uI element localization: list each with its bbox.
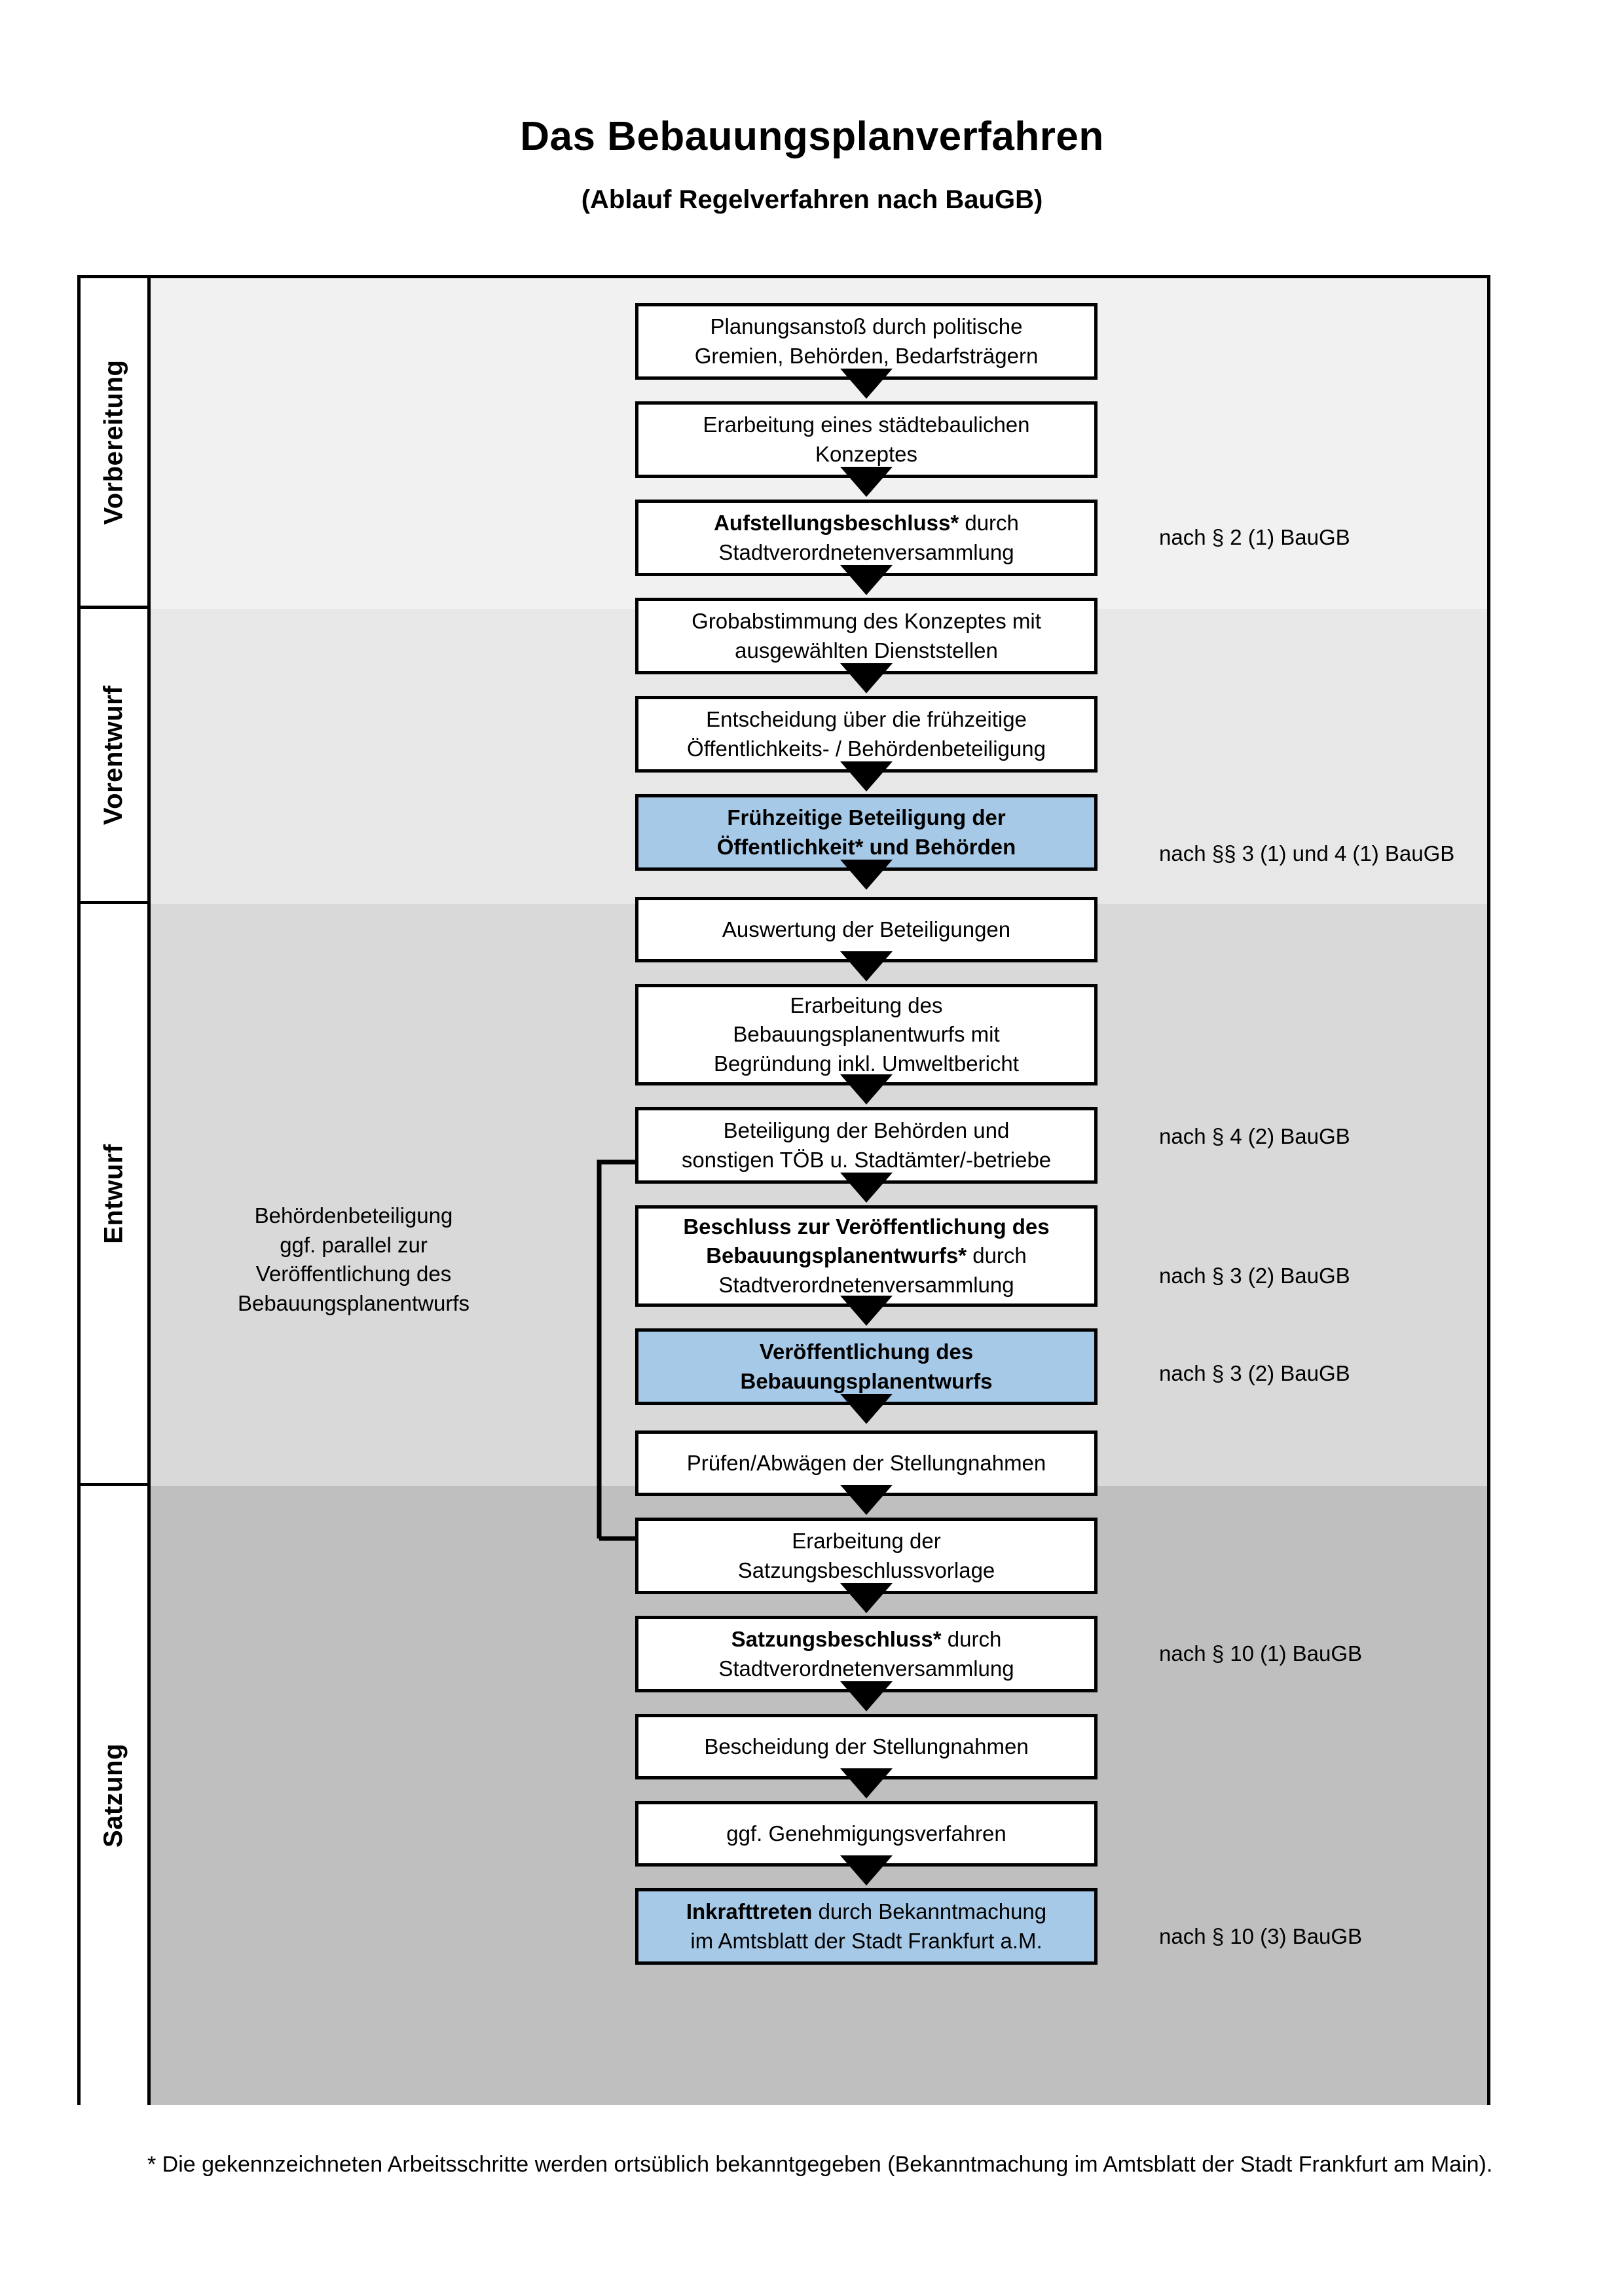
step-line-suffix: durch xyxy=(959,510,1019,535)
step-line: Erarbeitung eines städtebaulichen xyxy=(703,412,1030,437)
phase-label-text: Vorbereitung xyxy=(99,359,128,524)
phase-label-text: Entwurf xyxy=(99,1143,128,1244)
step-line: im Amtsblatt der Stadt Frankfurt a.M. xyxy=(690,1928,1043,1953)
step-line: Erarbeitung des xyxy=(790,993,943,1017)
legal-note-par4-2: nach § 4 (2) BauGB xyxy=(1159,1124,1350,1148)
arrow-down-1 xyxy=(840,369,893,399)
parallel-note-line: Behördenbeteiligung xyxy=(254,1203,453,1228)
step-line-bold: Beschluss zur Veröffentlichung des xyxy=(683,1214,1050,1239)
arrow-down-6 xyxy=(840,860,893,890)
step-line: sonstigen TÖB u. Stadtämter/-betriebe xyxy=(681,1147,1052,1172)
step-line-bold: Satzungsbeschluss* xyxy=(731,1626,942,1651)
arrow-down-10 xyxy=(840,1296,893,1326)
flow-box-veroeffentlichung-bplanentwurf[interactable]: Veröffentlichung des Bebauungsplanentwur… xyxy=(635,1328,1098,1405)
phase-label-vorentwurf: Vorentwurf xyxy=(81,609,147,904)
step-line-suffix: durch xyxy=(941,1626,1002,1651)
flow-box-satzungsbeschluss[interactable]: Satzungsbeschluss* durch Stadtverordnete… xyxy=(635,1616,1098,1692)
step-line-bold: Bebauungsplanentwurfs* xyxy=(706,1243,967,1268)
step-line-bold: Bebauungsplanentwurfs xyxy=(740,1368,993,1393)
flow-box-fruehzeitige-beteiligung[interactable]: Frühzeitige Beteiligung der Öffentlichke… xyxy=(635,794,1098,871)
step-line-suffix: durch Bekanntmachung xyxy=(812,1899,1047,1923)
flow-box-aufstellungsbeschluss[interactable]: Aufstellungsbeschluss* durch Stadtverord… xyxy=(635,500,1098,576)
parallel-note-line: ggf. parallel zur xyxy=(280,1232,428,1257)
step-line: Prüfen/Abwägen der Stellungnahmen xyxy=(686,1450,1046,1475)
step-line: Konzeptes xyxy=(815,441,917,466)
step-line-bold: Frühzeitige Beteiligung der xyxy=(727,805,1006,829)
step-line: Bescheidung der Stellungnahmen xyxy=(704,1734,1029,1758)
arrow-down-9 xyxy=(840,1173,893,1203)
title-block: Das Bebauungsplanverfahren (Ablauf Regel… xyxy=(0,114,1624,215)
flow-box-staedtebaul-konzept[interactable]: Erarbeitung eines städtebaulichen Konzep… xyxy=(635,401,1098,478)
phase-label-text: Satzung xyxy=(99,1743,128,1848)
flow-box-beteiligung-behoerden[interactable]: Beteiligung der Behörden und sonstigen T… xyxy=(635,1107,1098,1184)
arrow-down-13 xyxy=(840,1583,893,1613)
arrow-down-3 xyxy=(840,565,893,595)
arrow-down-16 xyxy=(840,1855,893,1886)
step-line: Satzungsbeschlussvorlage xyxy=(737,1558,995,1582)
legal-note-par3-2b: nach § 3 (2) BauGB xyxy=(1159,1361,1350,1385)
arrow-down-7 xyxy=(840,951,893,981)
step-line: Erarbeitung der xyxy=(792,1528,941,1553)
page-title: Das Bebauungsplanverfahren xyxy=(520,114,1104,159)
parallel-note: Behördenbeteiligung ggf. parallel zur Ve… xyxy=(216,1201,491,1318)
phase-label-vorbereitung: Vorbereitung xyxy=(81,278,147,609)
legal-note-par10-3: nach § 10 (3) BauGB xyxy=(1159,1924,1363,1948)
parallel-note-line: Veröffentlichung des xyxy=(255,1262,452,1286)
phase-label-text: Vorentwurf xyxy=(99,685,128,825)
step-line: Gremien, Behörden, Bedarfsträgern xyxy=(694,343,1039,368)
phase-label-column: Vorbereitung Vorentwurf Entwurf Satzung xyxy=(81,278,151,2105)
phase-label-satzung: Satzung xyxy=(81,1486,147,2105)
arrow-down-8 xyxy=(840,1074,893,1104)
step-line: Auswertung der Beteiligungen xyxy=(722,917,1011,941)
flowchart-frame: Vorbereitung Vorentwurf Entwurf Satzung … xyxy=(77,275,1490,2105)
arrow-down-12 xyxy=(840,1485,893,1515)
flow-box-grobabstimmung[interactable]: Grobabstimmung des Konzeptes mit ausgewä… xyxy=(635,598,1098,674)
step-line: Grobabstimmung des Konzeptes mit xyxy=(692,608,1041,633)
legal-note-par3-4-1: nach §§ 3 (1) und 4 (1) BauGB xyxy=(1159,841,1455,866)
flow-box-genehmigungsverfahren[interactable]: ggf. Genehmigungsverfahren xyxy=(635,1801,1098,1867)
step-line: Stadtverordnetenversammlung xyxy=(718,1656,1014,1681)
step-line-bold: Inkrafttreten xyxy=(686,1899,813,1923)
step-line-bold: Veröffentlichung des xyxy=(759,1339,974,1364)
step-line: Öffentlichkeits- / Behördenbeteiligung xyxy=(687,736,1046,761)
phase-label-entwurf: Entwurf xyxy=(81,904,147,1486)
flow-box-inkrafttreten[interactable]: Inkrafttreten durch Bekanntmachung im Am… xyxy=(635,1888,1098,1965)
step-line: Planungsanstoß durch politische xyxy=(710,314,1023,338)
page-subtitle: (Ablauf Regelverfahren nach BauGB) xyxy=(581,185,1043,215)
step-line: Begründung inkl. Umweltbericht xyxy=(714,1051,1019,1076)
parallel-note-line: Bebauungsplanentwurfs xyxy=(237,1290,470,1315)
arrow-down-11 xyxy=(840,1394,893,1424)
arrow-down-4 xyxy=(840,663,893,693)
legal-note-par3-2a: nach § 3 (2) BauGB xyxy=(1159,1264,1350,1288)
step-line-suffix: durch xyxy=(967,1243,1027,1268)
step-line: Stadtverordnetenversammlung xyxy=(718,539,1014,564)
step-line-bold: Aufstellungsbeschluss* xyxy=(714,510,959,535)
step-line: Stadtverordnetenversammlung xyxy=(718,1272,1014,1297)
arrow-down-5 xyxy=(840,761,893,792)
flow-box-beschluss-veroeffentlichung[interactable]: Beschluss zur Veröffentlichung des Bebau… xyxy=(635,1205,1098,1307)
step-line: Entscheidung über die frühzeitige xyxy=(706,706,1027,731)
flow-box-planungsanstoss[interactable]: Planungsanstoß durch politische Gremien,… xyxy=(635,303,1098,380)
step-line: Bebauungsplanentwurfs mit xyxy=(733,1022,1000,1047)
footnote: * Die gekennzeichneten Arbeitsschritte w… xyxy=(147,2152,1493,2177)
flowchart-body: Behördenbeteiligung ggf. parallel zur Ve… xyxy=(151,278,1487,2105)
step-line: ausgewählten Dienststellen xyxy=(735,638,998,663)
legal-note-par2-1: nach § 2 (1) BauGB xyxy=(1159,525,1350,549)
legal-note-par10-1: nach § 10 (1) BauGB xyxy=(1159,1641,1363,1666)
arrow-down-14 xyxy=(840,1681,893,1711)
flow-box-erarbeitung-bplanentwurf[interactable]: Erarbeitung des Bebauungsplanentwurfs mi… xyxy=(635,984,1098,1085)
arrow-down-2 xyxy=(840,467,893,497)
step-line-bold: Öffentlichkeit* und Behörden xyxy=(716,834,1016,859)
step-line: Beteiligung der Behörden und xyxy=(723,1118,1010,1142)
step-line: ggf. Genehmigungsverfahren xyxy=(726,1821,1006,1846)
arrow-down-15 xyxy=(840,1768,893,1798)
